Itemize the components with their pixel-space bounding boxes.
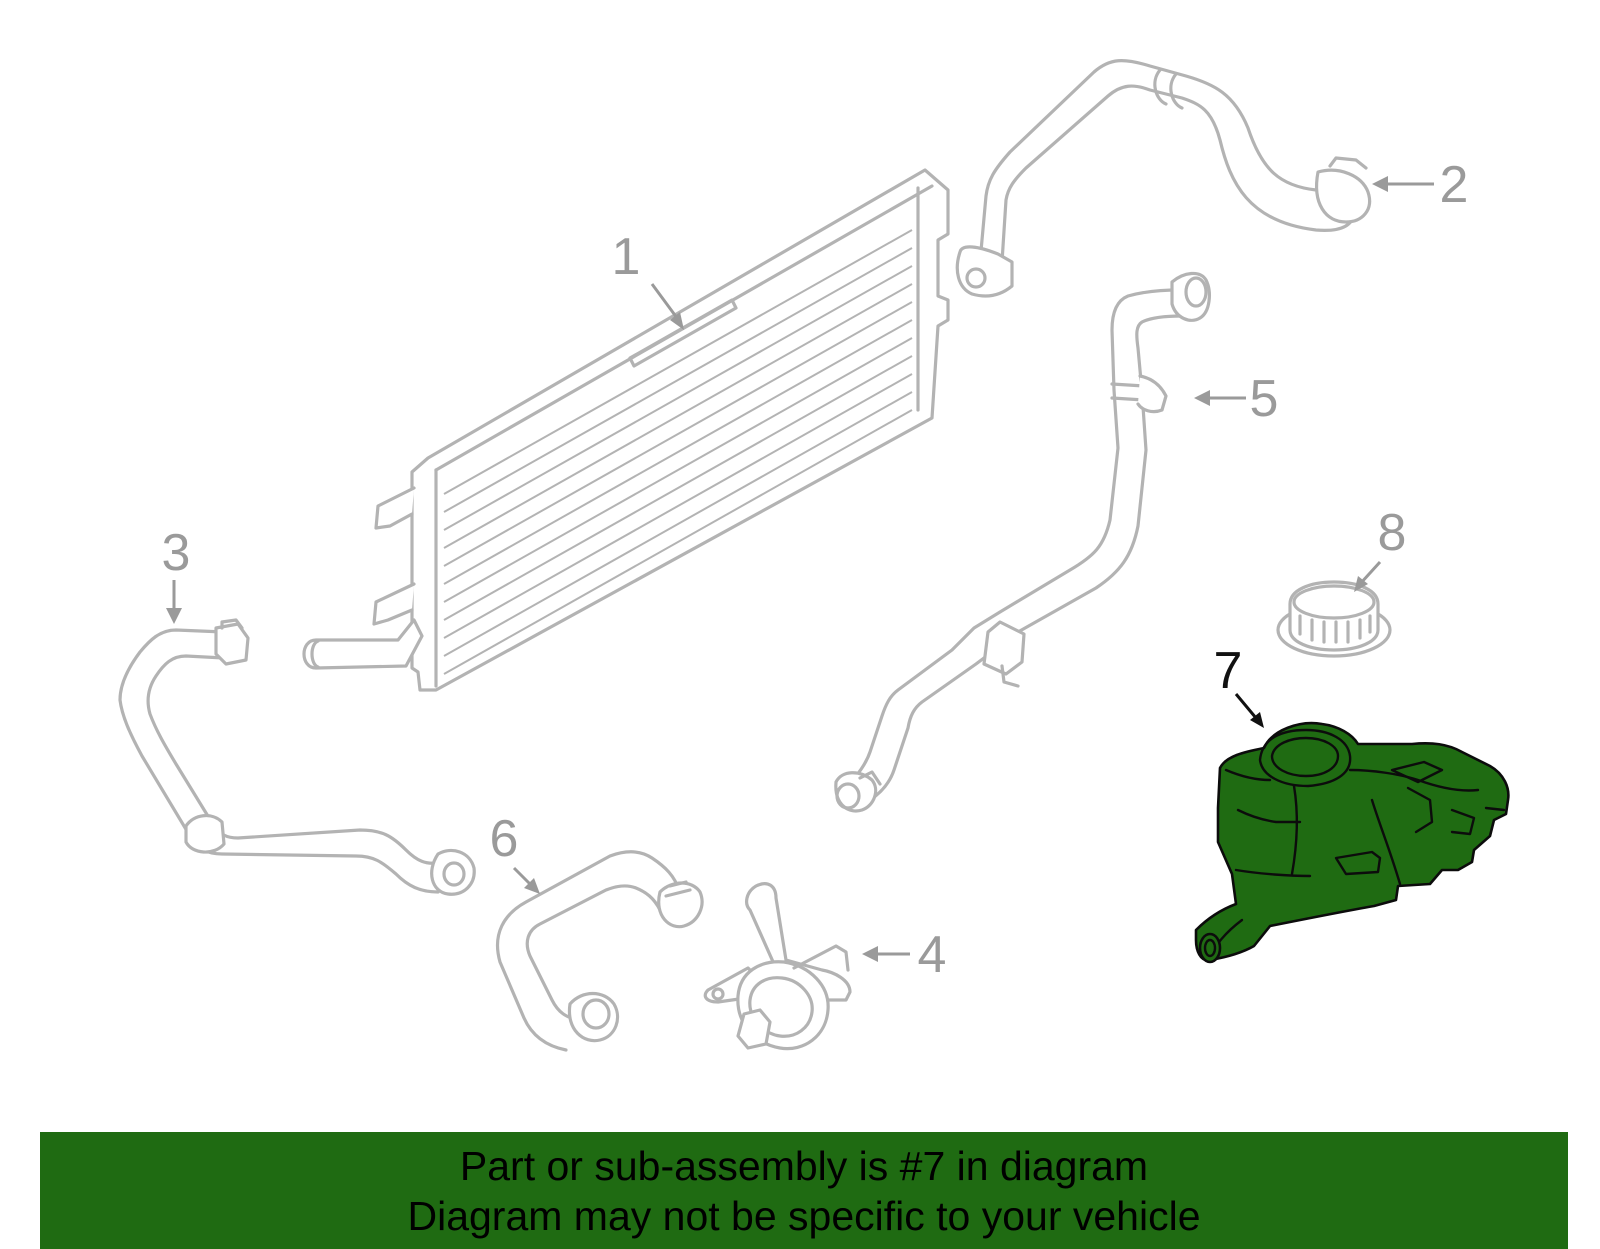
- part-5-long-hose[interactable]: [834, 271, 1211, 813]
- callout-8: 8: [1354, 504, 1406, 592]
- part-6-small-hose[interactable]: [495, 850, 704, 1052]
- part-2-upper-hose[interactable]: [955, 59, 1372, 298]
- callout-1: 1: [612, 228, 684, 330]
- callout-number: 4: [918, 926, 947, 984]
- callout-3: 3: [162, 524, 191, 624]
- part-3-lower-hose[interactable]: [118, 618, 476, 896]
- part-1-cooler[interactable]: [302, 168, 950, 692]
- callout-2: 2: [1372, 156, 1468, 214]
- callout-number: 5: [1250, 370, 1279, 428]
- part-8-reservoir-cap[interactable]: [1276, 580, 1392, 658]
- banner-line-part-number: Part or sub-assembly is #7 in diagram: [459, 1142, 1149, 1189]
- part-7-coolant-reservoir[interactable]: [1194, 721, 1510, 964]
- callout-7: 7: [1214, 642, 1264, 728]
- callout-number: 3: [162, 524, 191, 582]
- cooler-fins: [443, 229, 913, 675]
- callout-6: 6: [490, 810, 540, 894]
- callout-number: 6: [490, 810, 519, 868]
- part-4-water-pump[interactable]: [703, 882, 852, 1051]
- callout-number: 8: [1378, 504, 1407, 562]
- callout-4: 4: [862, 926, 946, 984]
- info-banner: Part or sub-assembly is #7 in diagram Di…: [40, 1132, 1568, 1249]
- callout-number: 2: [1440, 156, 1469, 214]
- banner-line-disclaimer: Diagram may not be specific to your vehi…: [407, 1192, 1201, 1239]
- callout-5: 5: [1194, 370, 1278, 428]
- callout-number: 1: [612, 228, 641, 286]
- callout-number: 7: [1214, 642, 1243, 700]
